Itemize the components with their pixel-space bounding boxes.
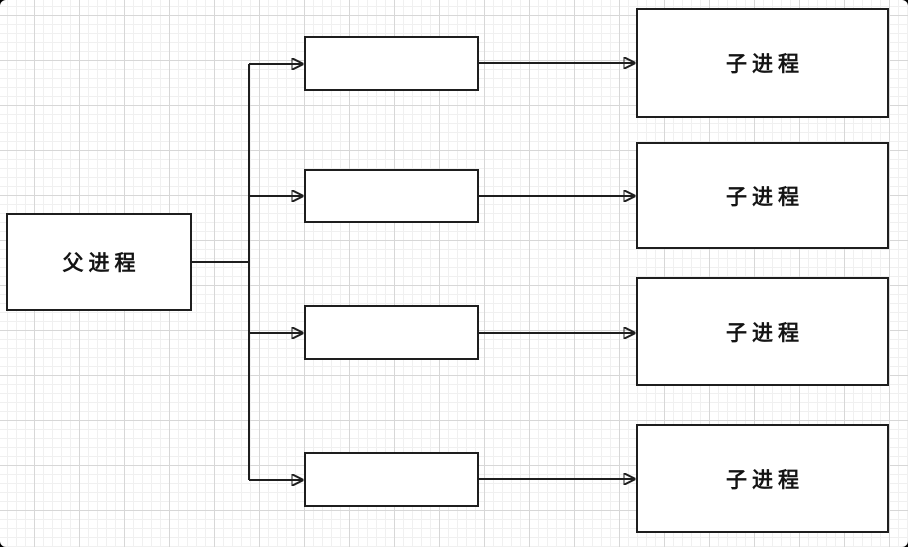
node-child-process-3-label: 子进程 bbox=[726, 320, 804, 345]
node-child-process-2-label: 子进程 bbox=[726, 184, 804, 209]
node-child-process-2[interactable]: 子进程 bbox=[636, 142, 889, 249]
node-parent-process[interactable]: 父进程 bbox=[6, 213, 192, 311]
node-child-process-4-label: 子进程 bbox=[726, 467, 804, 492]
node-intermediate-1[interactable] bbox=[304, 36, 479, 91]
node-intermediate-4[interactable] bbox=[304, 452, 479, 507]
node-child-process-1[interactable]: 子进程 bbox=[636, 8, 889, 118]
node-intermediate-3[interactable] bbox=[304, 305, 479, 360]
node-child-process-1-label: 子进程 bbox=[726, 52, 804, 76]
node-parent-process-label: 父进程 bbox=[62, 251, 141, 275]
node-child-process-4[interactable]: 子进程 bbox=[636, 424, 889, 533]
node-child-process-3[interactable]: 子进程 bbox=[636, 277, 889, 386]
node-intermediate-2[interactable] bbox=[304, 169, 479, 223]
